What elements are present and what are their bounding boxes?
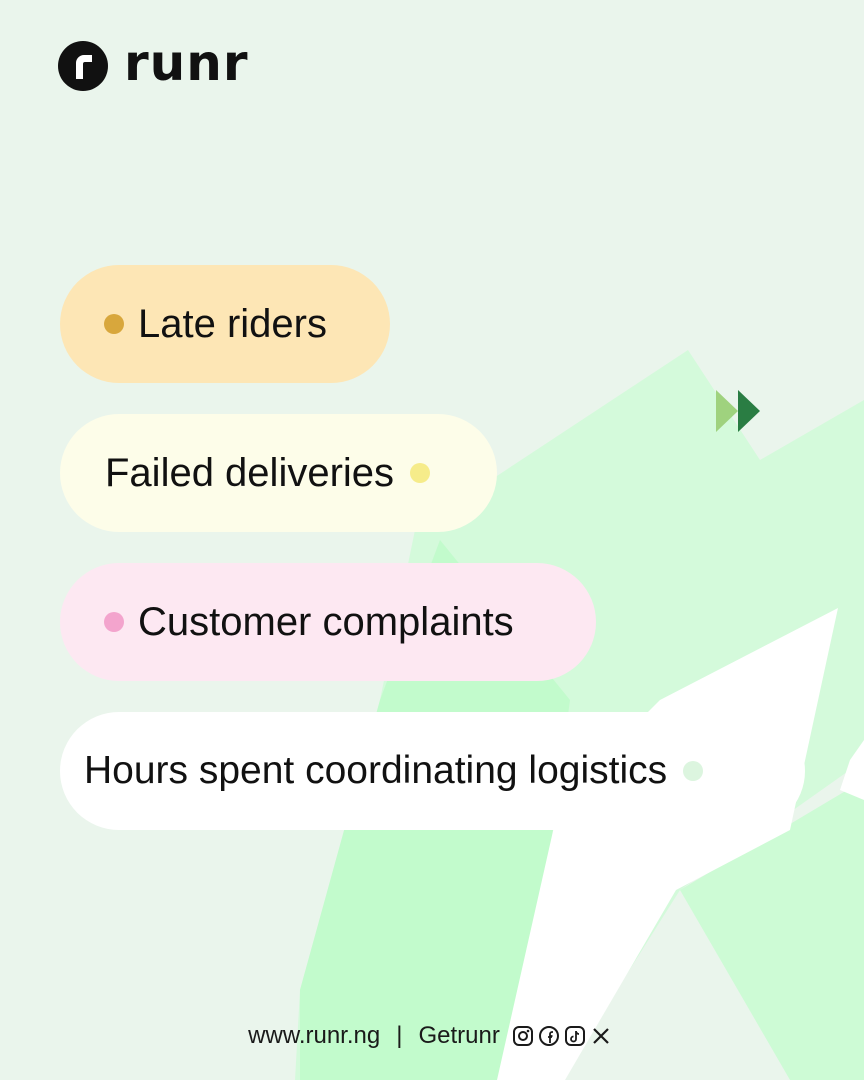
pill-dot <box>410 463 431 483</box>
pill-label: Failed deliveries <box>105 450 395 495</box>
instagram-icon[interactable] <box>512 1025 534 1047</box>
website-link[interactable]: www.runr.ng <box>248 1022 381 1049</box>
footer: www.runr.ng | Getrunr <box>0 1022 864 1050</box>
social-handle: Getrunr <box>418 1022 500 1049</box>
tiktok-icon[interactable] <box>564 1025 586 1047</box>
brand-logo: runr <box>58 34 249 92</box>
pill-failed-deliveries: Failed deliveries <box>60 414 497 532</box>
pill-hours-coordinating: Hours spent coordinating logistics <box>60 712 805 830</box>
pill-label: Hours spent coordinating logistics <box>84 749 668 792</box>
brand-name: runr <box>124 34 249 92</box>
runr-logo-icon <box>58 41 108 91</box>
footer-separator: | <box>396 1022 403 1049</box>
pill-label: Customer complaints <box>138 599 514 644</box>
pill-dot <box>104 612 124 632</box>
pill-label: Late riders <box>138 301 327 346</box>
pill-customer-complaints: Customer complaints <box>60 563 596 681</box>
social-icons <box>512 1025 616 1047</box>
pill-dot <box>683 761 704 781</box>
pill-late-riders: Late riders <box>60 265 390 383</box>
x-icon[interactable] <box>590 1025 612 1047</box>
facebook-icon[interactable] <box>538 1025 560 1047</box>
pill-dot <box>104 314 124 334</box>
fast-forward-icon <box>716 390 760 432</box>
